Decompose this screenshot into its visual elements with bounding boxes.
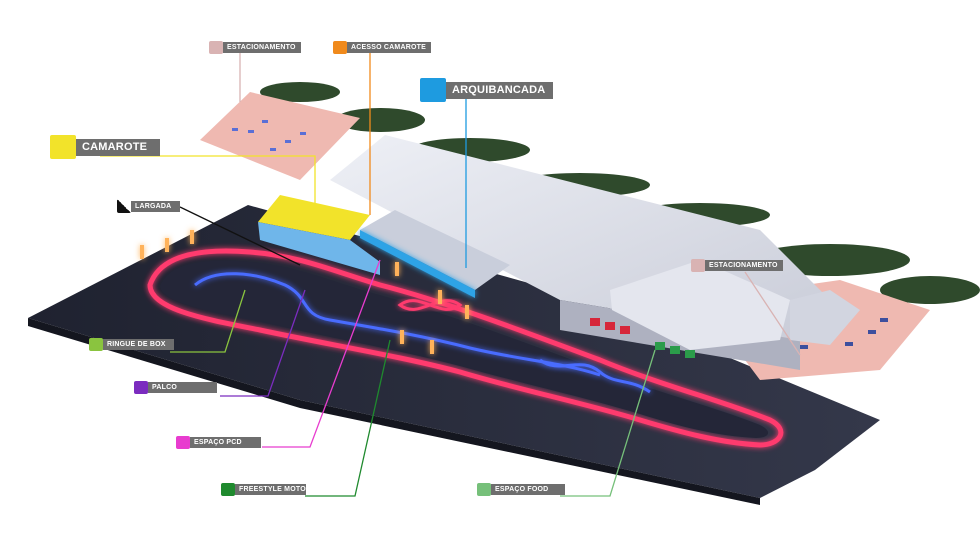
label-camarote[interactable]: CAMAROTE [50,135,160,159]
camarote-body [258,222,380,275]
estacionamento-top-text: ESTACIONAMENTO [223,42,301,53]
largada-text: LARGADA [131,200,180,212]
parking-cars [232,120,306,151]
label-arquibancada[interactable]: ARQUIBANCADA [420,78,554,102]
estacionamento-right-text: ESTACIONAMENTO [705,260,783,271]
camarote-roof [258,195,370,240]
camarote-text: CAMAROTE [76,138,160,156]
grandstand-front [360,230,475,298]
espaco-pcd-text: ESPAÇO PCD [190,437,261,448]
ringue-de-box-swatch [89,338,103,351]
estacionamento-right-swatch [691,259,705,272]
label-acesso-camarote[interactable]: ACESSO CAMAROTE [333,41,431,54]
label-estacionamento-right[interactable]: ESTACIONAMENTO [691,259,783,272]
espaco-food-text: ESPAÇO FOOD [491,484,565,495]
estacionamento-top-swatch [209,41,223,54]
palco-swatch [134,381,148,394]
ringue-de-box-text: RINGUE DE BOX [103,339,174,350]
figure-eight-track [397,299,463,311]
annex-building [610,260,790,350]
acesso-camarote-text: ACESSO CAMAROTE [347,42,431,53]
label-freestyle-motocross[interactable]: FREESTYLE MOTOCROSS [221,483,306,496]
arquibancada-text: ARQUIBANCADA [446,81,554,99]
race-track-surface [160,260,769,438]
label-espaco-food[interactable]: ESPAÇO FOOD [477,483,565,496]
largada-flag-icon [117,199,131,213]
ground-edge [28,318,760,505]
palco-text: PALCO [148,382,217,393]
leader-lines [100,50,801,497]
label-estacionamento-top[interactable]: ESTACIONAMENTO [209,41,301,54]
label-espaco-pcd[interactable]: ESPAÇO PCD [176,436,261,449]
acesso-camarote-swatch [333,41,347,54]
light-towers [140,230,469,354]
track-chicane [539,358,651,394]
label-ringue-de-box[interactable]: RINGUE DE BOX [89,338,174,351]
freestyle-motocross-text: FREESTYLE MOTOCROSS [235,484,306,495]
espaco-pcd-swatch [176,436,190,449]
race-track-outer [147,248,784,448]
annex-right [790,290,860,345]
freestyle-motocross-swatch [221,483,235,496]
food-stands [590,318,695,358]
arquibancada-swatch [420,78,446,102]
label-largada[interactable]: LARGADA [117,199,180,213]
espaco-food-swatch [477,483,491,496]
label-palco[interactable]: PALCO [134,381,217,394]
parking-top-left [200,92,360,180]
race-track-inner-line [194,272,601,377]
camarote-swatch [50,135,76,159]
grandstand-roof [360,210,510,290]
